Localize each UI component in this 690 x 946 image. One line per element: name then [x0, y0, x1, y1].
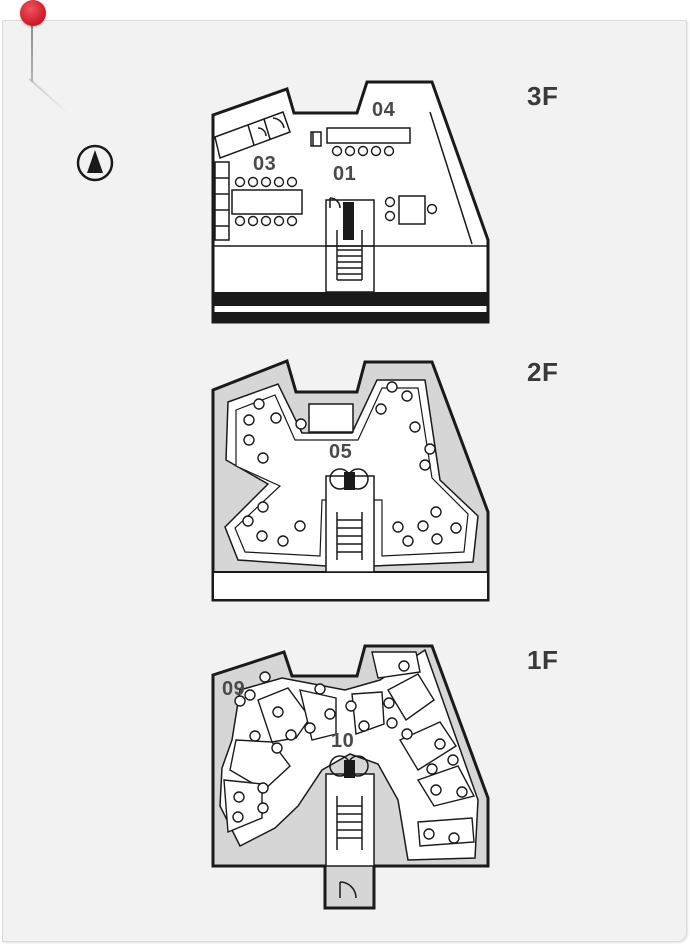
room-label-09: 09: [222, 678, 246, 700]
room-label-04: 04: [372, 99, 396, 121]
floor-label-3f: 3F: [527, 81, 559, 111]
room-label-05: 05: [329, 441, 353, 463]
pin-needle: [31, 22, 33, 82]
room-label-01: 01: [333, 163, 357, 185]
floor-label-1f: 1F: [527, 645, 559, 675]
room-label-10: 10: [331, 730, 355, 752]
north-arrow-icon: [76, 144, 114, 182]
push-pin-icon: [20, 0, 46, 26]
floor-label-2f: 2F: [527, 357, 559, 387]
room-label-03: 03: [253, 153, 277, 175]
